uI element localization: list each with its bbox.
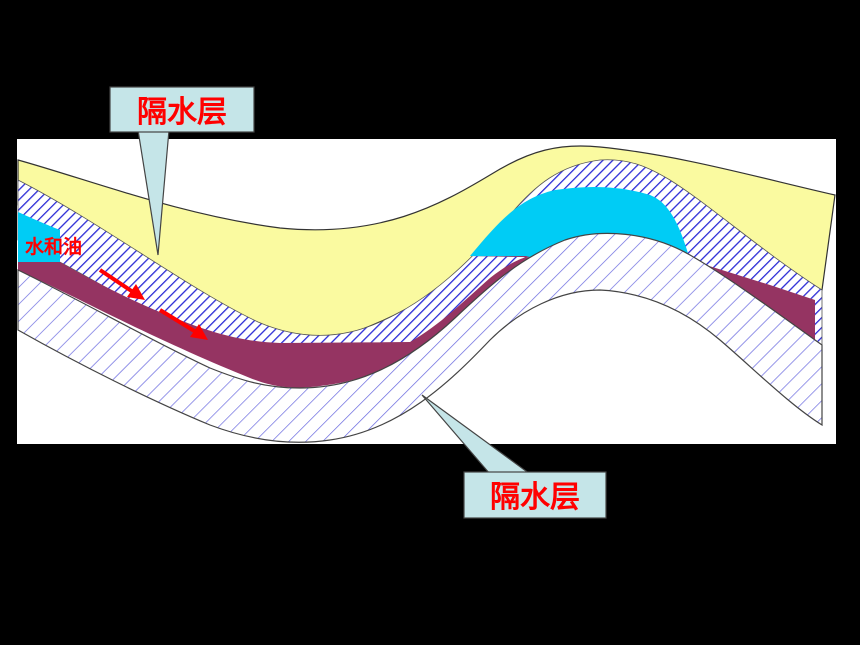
- flow-arrow-1: [98, 268, 145, 300]
- oil-zone: [18, 253, 815, 388]
- upper-callout-box: [109, 86, 255, 133]
- water-zone: [18, 212, 60, 262]
- lower-aquiclude-label: 隔水层: [490, 480, 580, 515]
- lower-callout-box: [463, 471, 607, 519]
- flow-arrow-2: [158, 308, 208, 340]
- lower-aquiclude-layer: [17, 232, 823, 443]
- upper-aquiclude-label: 隔水层: [137, 95, 227, 130]
- flow-label: 水和油: [25, 235, 82, 258]
